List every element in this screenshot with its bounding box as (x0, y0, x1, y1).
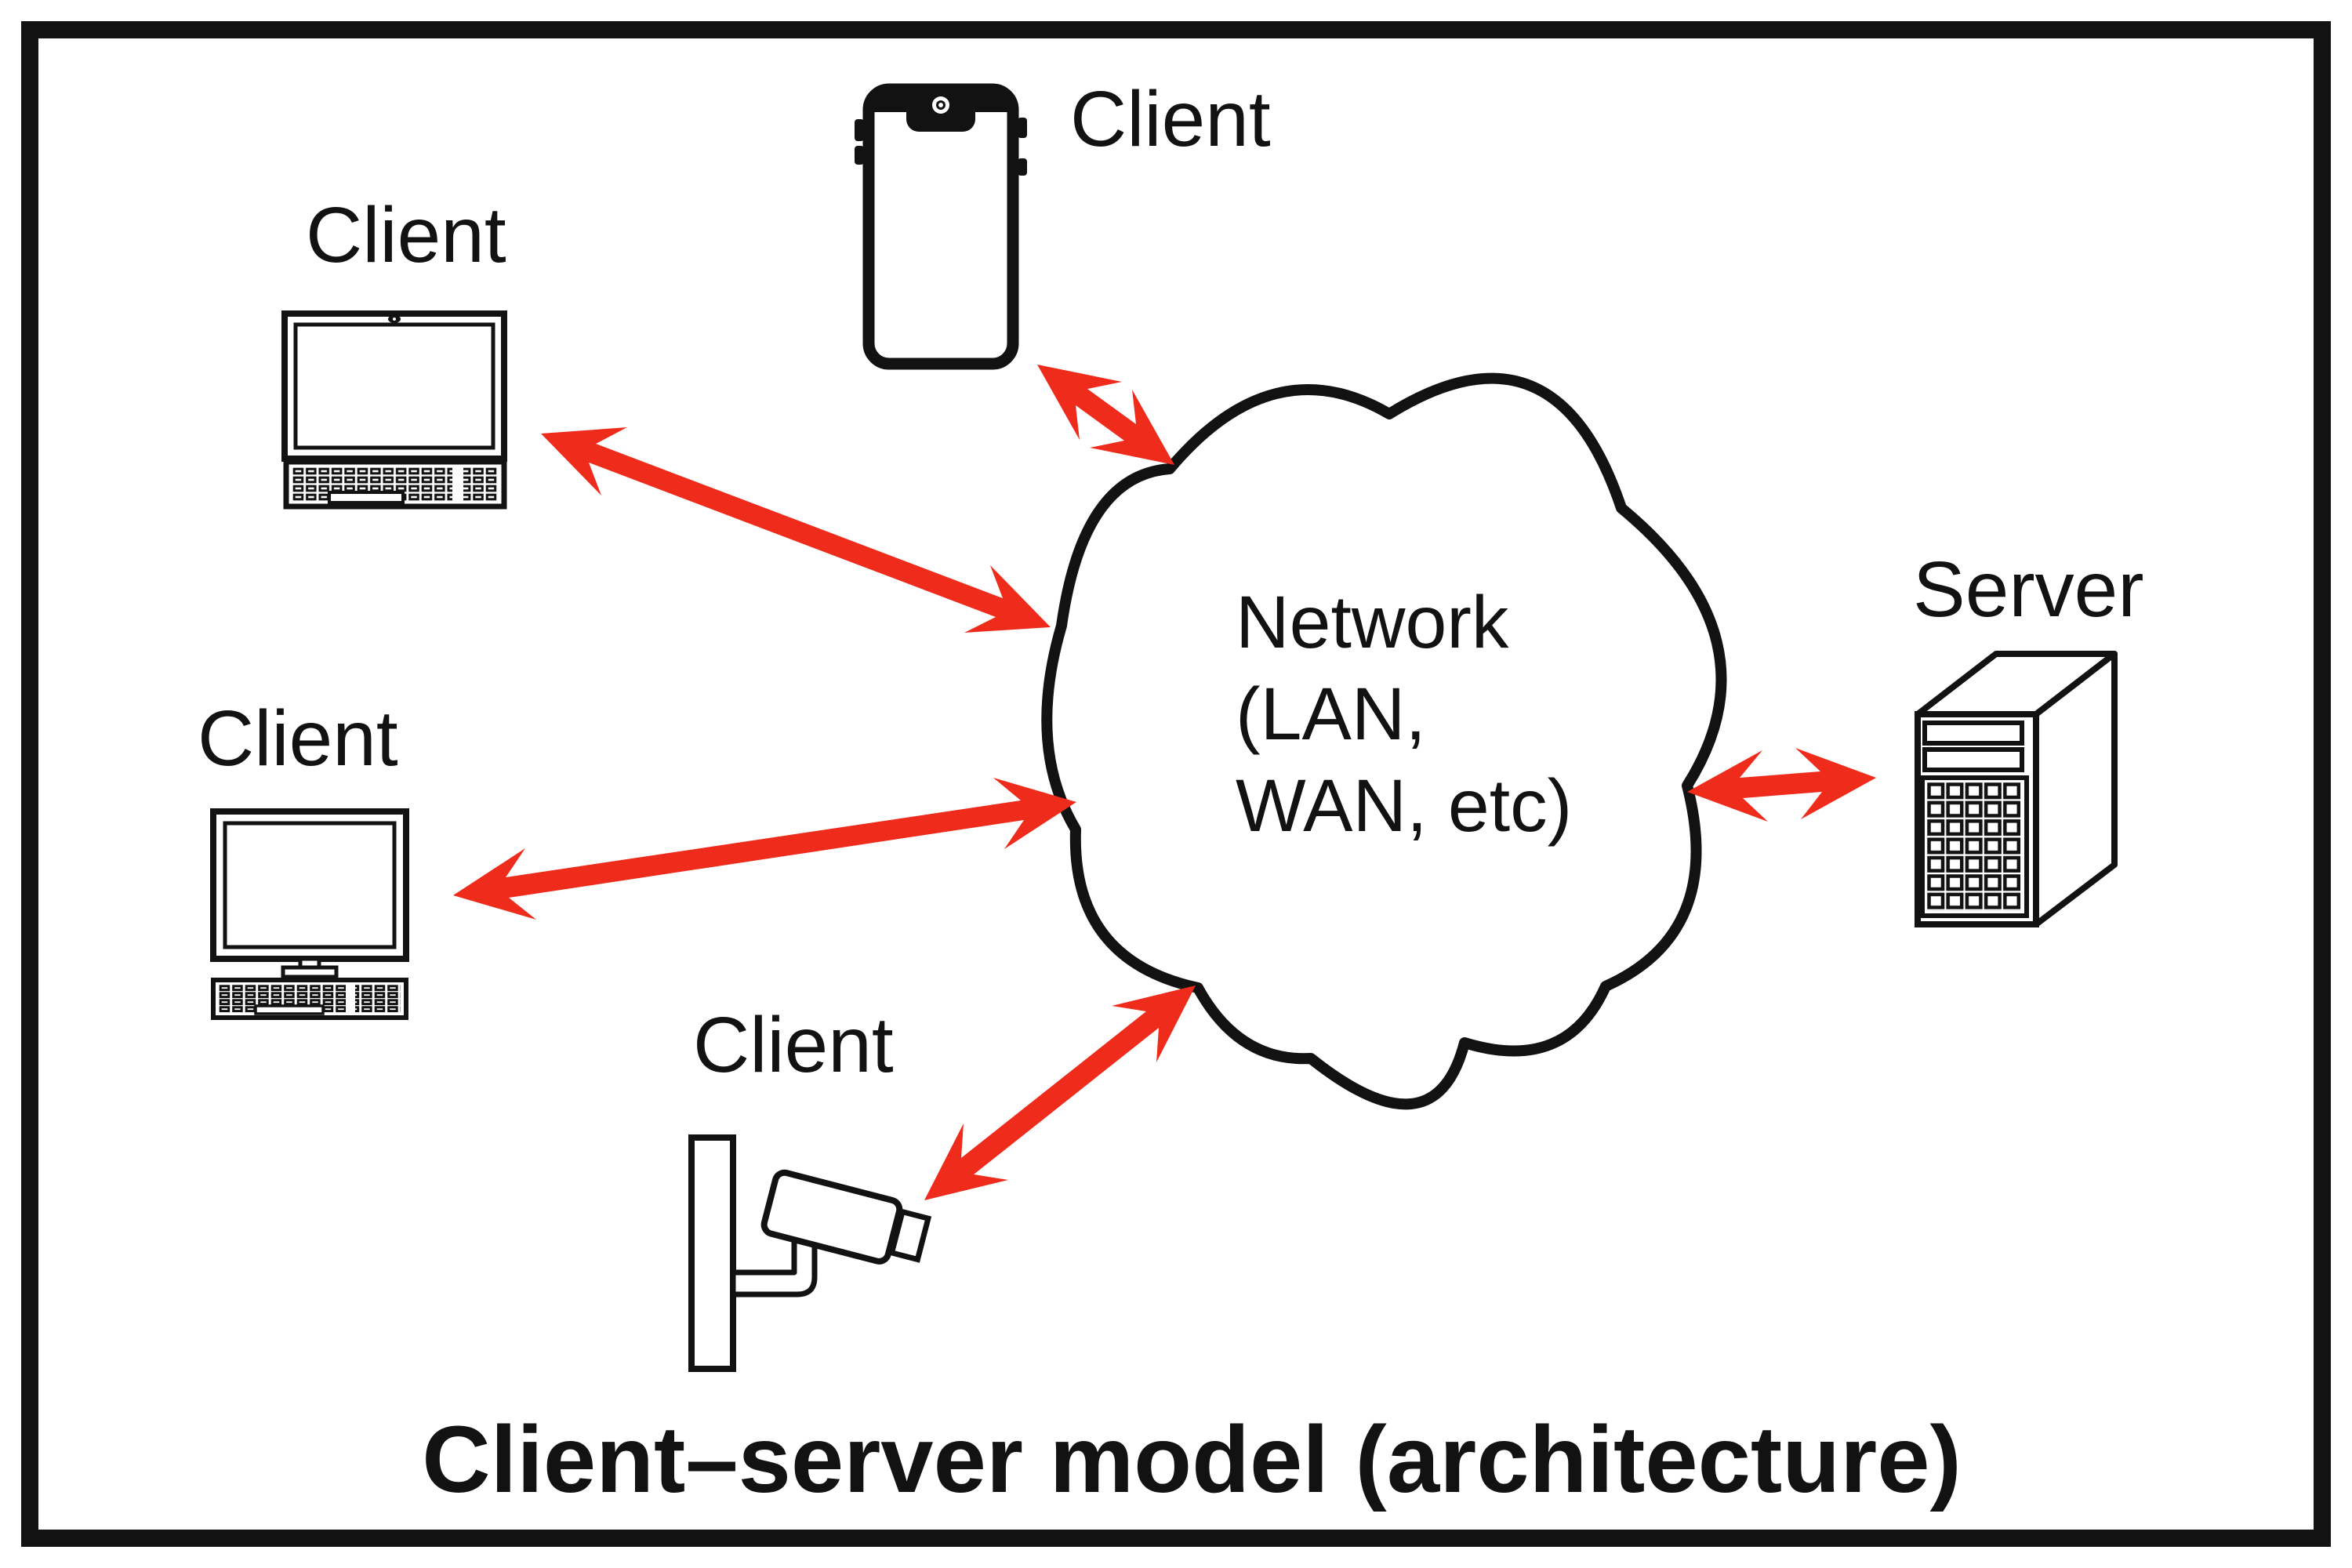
smartphone-client-label: Client (1070, 75, 1271, 163)
server-drive-slot-2 (1922, 747, 2024, 772)
network-label-line1: Network (1236, 581, 1509, 664)
desktop-client-label: Client (198, 695, 398, 782)
phone-power-button (1018, 118, 1027, 138)
laptop-numpad-gap (452, 466, 463, 502)
server-tower-icon (1915, 651, 2118, 927)
arrow-phone-network (1037, 365, 1174, 465)
camera-wall-post (688, 1134, 736, 1372)
camera-body (760, 1169, 903, 1265)
desktop-numpad-gap (346, 985, 355, 1013)
laptop-client-node: Client (281, 191, 507, 510)
arrow-server-network (1687, 748, 1876, 822)
camera-client-node: Client (688, 1001, 932, 1372)
smartphone-client-node: Client (855, 75, 1271, 370)
diagram-title: Client–server model (architecture) (422, 1406, 1962, 1512)
network-cloud-shape (1041, 372, 1727, 1110)
server-drive-slot-1 (1922, 720, 2024, 746)
arrow-camera-network (924, 985, 1196, 1200)
camera-client-label: Client (693, 1001, 894, 1089)
laptop-spacebar (328, 491, 405, 504)
phone-camera-ring (936, 100, 946, 110)
desktop-spacebar (254, 1004, 325, 1015)
desktop-computer-icon (210, 808, 409, 1020)
monitor-stand-base (281, 965, 339, 979)
laptop-webcam-dot (393, 318, 396, 321)
connection-arrows (453, 365, 1876, 1200)
phone-volume-button-2 (855, 146, 864, 165)
arrow-laptop-network (541, 427, 1051, 633)
network-label-line2: (LAN, (1236, 673, 1426, 756)
laptop-client-label: Client (306, 191, 506, 279)
smartphone-icon (862, 83, 1019, 370)
server-node: Server (1913, 546, 2144, 927)
network-label-line3: WAN, etc) (1236, 764, 1572, 848)
arrow-desktop-network (453, 778, 1076, 920)
network-cloud-group: Network (LAN, WAN, etc) (1041, 372, 1727, 1110)
monitor-screen (223, 821, 397, 949)
laptop-icon (281, 310, 507, 510)
server-vent-grid (1927, 782, 2022, 911)
desktop-client-node: Client (198, 695, 409, 1020)
server-label: Server (1913, 546, 2144, 633)
phone-side-button (1018, 158, 1027, 176)
phone-volume-button-1 (855, 119, 864, 141)
frame-border (21, 21, 2331, 1547)
camera-lens (888, 1208, 932, 1263)
security-camera-icon (688, 1134, 932, 1372)
